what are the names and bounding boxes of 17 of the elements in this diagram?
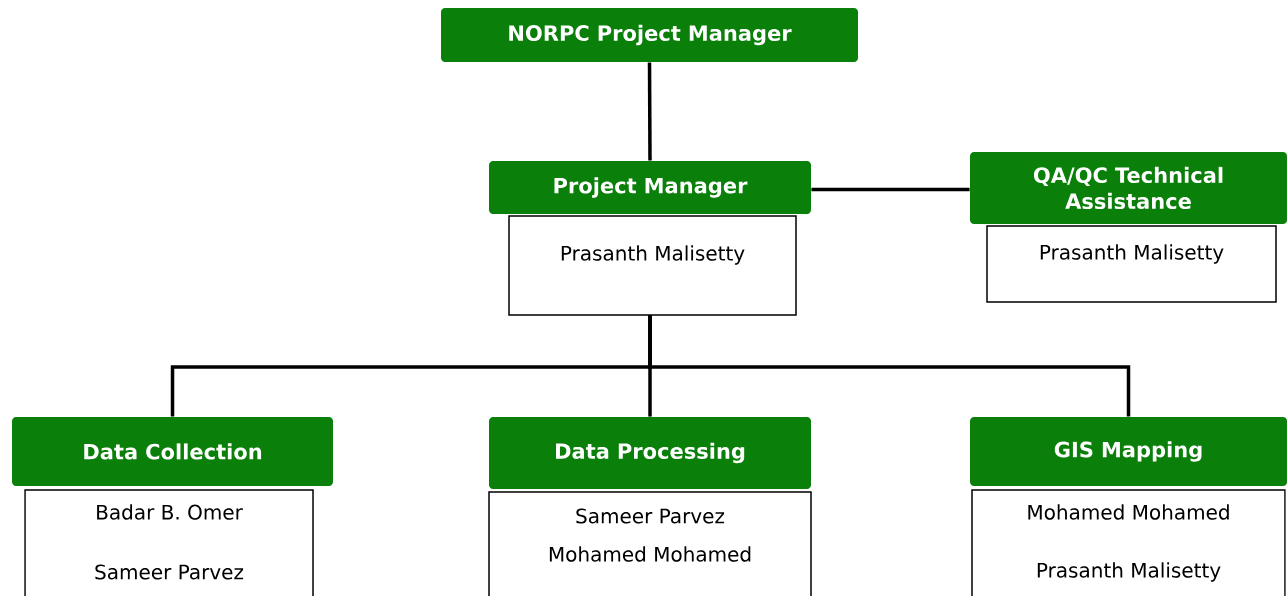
member-name: Badar B. Omer (97, 504, 243, 520)
title-box: Data Collection (12, 417, 333, 486)
connector-line (811, 187, 970, 192)
title-box: Project Manager (489, 161, 811, 214)
member-name: Prasanth Malisetty (561, 245, 745, 265)
member-name: Mohamed Mohamed (549, 546, 751, 562)
title-box: GIS Mapping (970, 417, 1287, 486)
connector-line (647, 62, 652, 161)
title-box: Data Processing (489, 417, 811, 489)
title-box: NORPC Project Manager (441, 8, 858, 62)
title-box: QA/QC Technical Assistance (970, 152, 1287, 224)
member-name: Sameer Parvez (576, 508, 725, 524)
member-name: Mohamed Mohamed (1028, 504, 1229, 520)
member-name: Prasanth Malisetty (1040, 244, 1224, 264)
member-name: Prasanth Malisetty (1037, 562, 1221, 582)
connector-line (648, 315, 1131, 417)
member-name: Sameer Parvez (95, 564, 244, 580)
